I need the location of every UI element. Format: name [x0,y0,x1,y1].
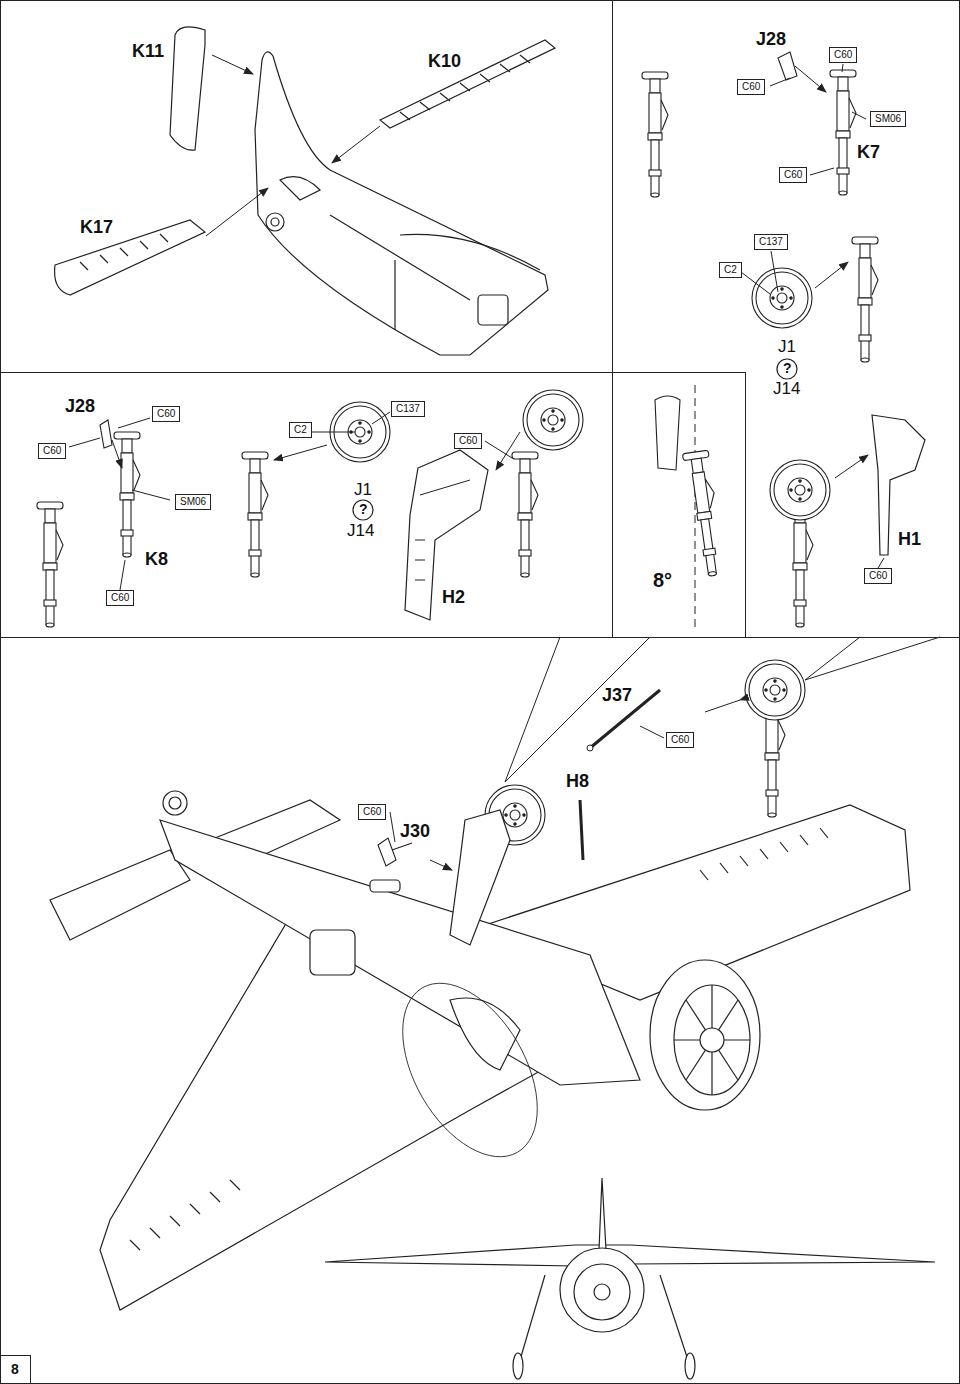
color-code-box: C60 [106,590,134,606]
color-code-box: C60 [737,79,765,95]
color-code: C137 [759,236,783,247]
part-number: H8 [566,772,589,792]
color-code: C2 [724,264,737,275]
color-code-box: C137 [754,234,788,250]
color-code-box: C60 [666,732,694,748]
part-number: K8 [145,550,168,570]
leader-lines [69,64,940,782]
color-code: C60 [459,435,477,446]
color-code: C137 [396,403,420,414]
color-code: SM06 [875,113,901,124]
part-number: J37 [602,686,632,706]
color-code: C60 [784,169,802,180]
bottom-parts [375,660,805,1180]
part-number: 8° [653,569,672,591]
part-number: K17 [80,218,113,238]
tail-section [55,27,555,355]
assembly-arrows [206,55,380,236]
color-code: C2 [294,424,307,435]
part-number: K11 [132,42,164,62]
color-code-box: C60 [38,443,66,459]
aircraft-underside [50,791,910,1310]
part-number: J1 [354,481,372,500]
color-code: C60 [363,806,381,817]
color-code-box: SM06 [870,111,906,127]
front-view [325,1178,935,1379]
color-code-box: SM06 [175,494,211,510]
color-code-box: C137 [391,401,425,417]
color-code-box: C60 [358,804,386,820]
part-number: H1 [898,530,921,550]
part-number: J28 [65,397,95,417]
color-code: C60 [742,81,760,92]
part-number: J30 [400,822,430,842]
part-number: J14 [347,522,374,541]
part-number: K10 [428,52,461,72]
part-number: J14 [773,380,800,399]
part-number: 8 [11,1362,19,1377]
color-code-box: C60 [454,433,482,449]
part-number: ? [359,502,368,517]
color-code: C60 [671,734,689,745]
color-code-box: C60 [829,47,857,63]
part-number: J28 [756,30,786,50]
color-code: C60 [834,49,852,60]
part-number: H2 [442,588,465,608]
part-number: ? [783,361,792,376]
color-code-box: C2 [719,262,742,278]
color-code: C60 [43,445,61,456]
gear-parts [37,52,925,630]
color-code: SM06 [180,496,206,507]
color-code-box: C2 [289,422,312,438]
color-code-box: C60 [864,568,892,584]
color-code: C60 [157,408,175,419]
color-code-box: C60 [779,167,807,183]
part-number: J1 [778,338,796,357]
color-code-box: C60 [152,406,180,422]
color-code: C60 [869,570,887,581]
part-number: K7 [857,143,880,163]
color-code: C60 [111,592,129,603]
